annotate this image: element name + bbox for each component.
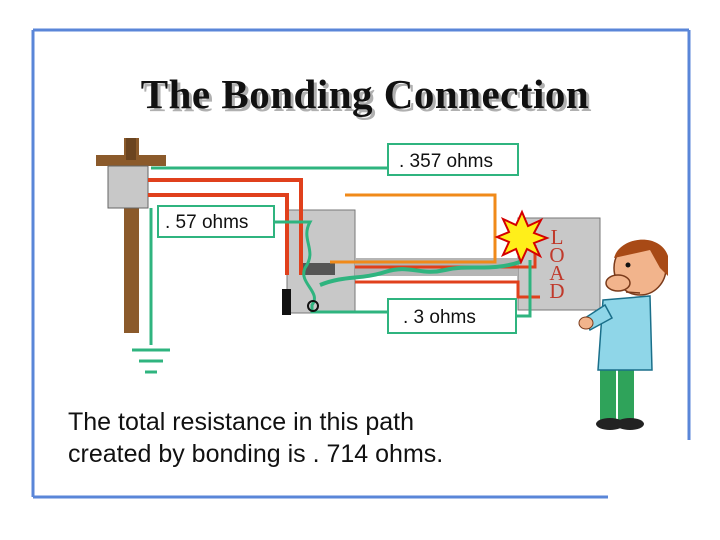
load-letter: D: [549, 279, 565, 303]
pointing-man-icon: [578, 239, 668, 430]
resistance-label-top: . 357 ohms: [387, 143, 519, 176]
breaker-block: [282, 289, 291, 315]
ground-symbol-icon: [132, 348, 170, 374]
ground-clamp: [307, 300, 319, 312]
caption-line-1: The total resistance in this path: [68, 408, 415, 436]
hot-wire-inner: [148, 193, 289, 275]
branch-wire-lower: [355, 280, 540, 299]
hot-wire-outer: [148, 178, 303, 275]
load-label: L O A D: [545, 225, 569, 303]
bond-wire-wavy: [319, 260, 521, 287]
slide-title: The Bonding Connection: [140, 71, 590, 117]
resistance-label-left: . 57 ohms: [157, 205, 275, 238]
spark-icon: [494, 209, 550, 265]
load-letter: L: [550, 225, 564, 249]
utility-pole-icon: [96, 138, 166, 333]
resistance-label-bottom: . 3 ohms: [387, 298, 517, 334]
caption: The total resistance in this path create…: [68, 406, 538, 470]
caption-line-2: created by bonding is . 714 ohms.: [68, 440, 444, 468]
meter-block: [301, 263, 335, 275]
load-letter: A: [549, 261, 565, 285]
bond-wire-bottom: [517, 260, 532, 318]
load-letter: O: [549, 243, 565, 267]
branch-wire-top: [330, 193, 497, 264]
